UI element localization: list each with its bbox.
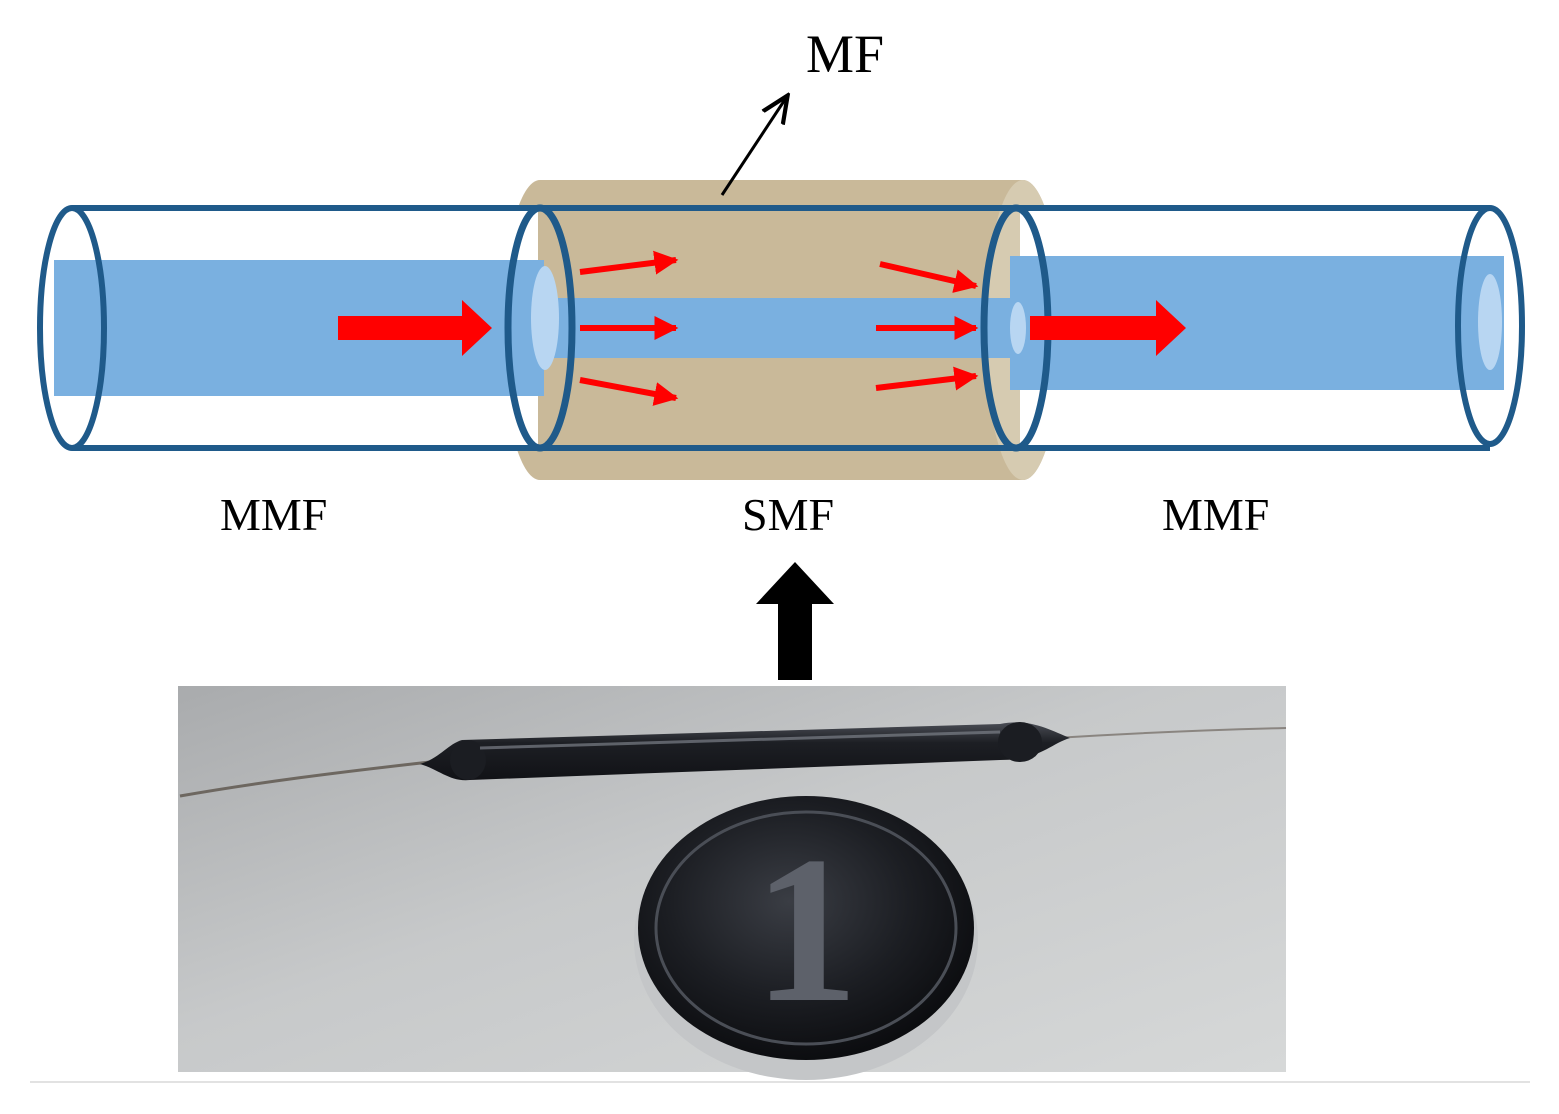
output-light-arrow — [1030, 300, 1186, 356]
fiber-lead-left — [179, 760, 431, 798]
coin-numeral: 1 — [754, 814, 859, 1046]
label-smf: SMF — [742, 489, 834, 540]
splice-ring-left — [504, 204, 576, 452]
label-mmf-left: MMF — [220, 489, 327, 540]
input-light-arrow — [338, 300, 492, 356]
light-propagation-arrows — [338, 250, 1186, 406]
mf-pointer-arrow — [720, 98, 786, 196]
label-mf: MF — [806, 24, 884, 84]
sensor-tube — [420, 722, 1070, 781]
coin: 1 — [634, 796, 978, 1080]
mmf-left-tube — [37, 205, 544, 451]
sensor-photo: 1 — [178, 686, 1287, 1080]
fiber-lead-right — [1054, 727, 1287, 739]
up-pointer-arrow — [756, 562, 834, 680]
label-mmf-right: MMF — [1162, 489, 1269, 540]
fiber-diagram: MF MMF SMF MMF — [37, 24, 1525, 540]
